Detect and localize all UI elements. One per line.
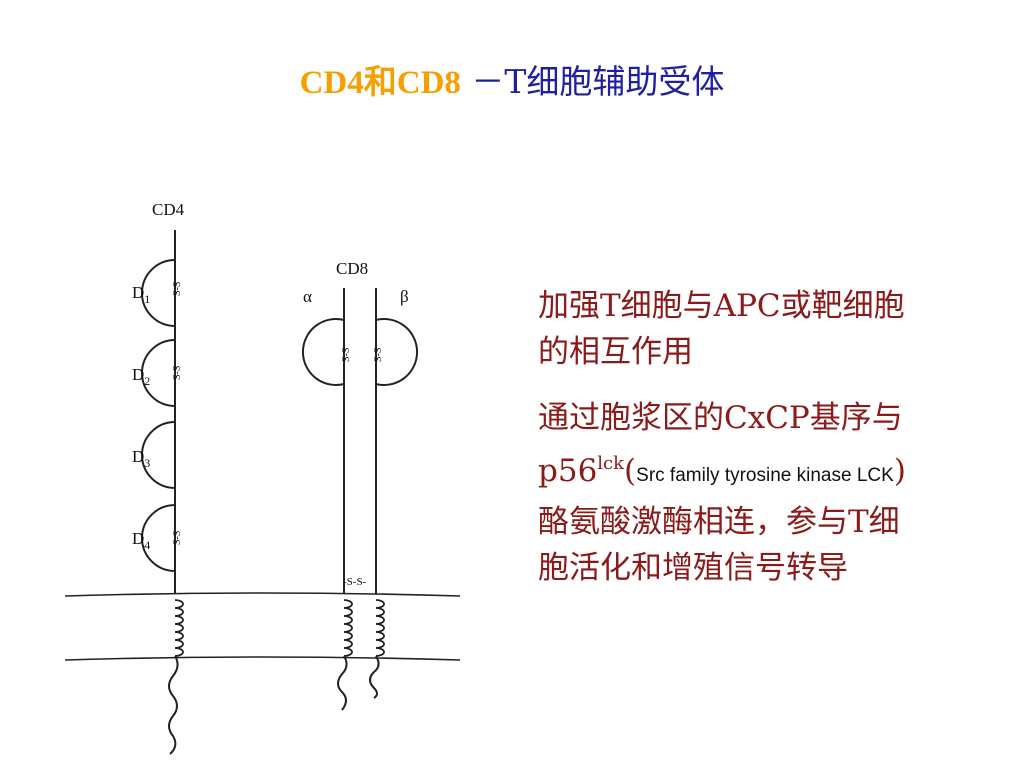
paragraph-signaling: 通过胞浆区的CxCP基序与 p56lck(Src family tyrosine… (538, 395, 1008, 591)
cd4-domain-d2: D2 (132, 339, 176, 407)
cd4-domain-d4: D4 (132, 504, 176, 572)
cd4-disulfide-bonds: S-S S-S S-S (172, 282, 183, 545)
cd8-beta-tail (369, 655, 380, 699)
para1-line1: 加强T细胞与APC或靶细胞 (538, 288, 905, 324)
domain-label-d3: D3 (132, 447, 150, 470)
paragraph-function: 加强T细胞与APC或靶细胞 的相互作用 (538, 283, 1008, 375)
svg-text:S-S: S-S (373, 348, 384, 362)
cd8-disulfide-bonds: S-S S-S -S-S- (341, 348, 384, 588)
domain-label-d2: D2 (132, 365, 150, 388)
cd8-alpha-label: α (303, 287, 312, 306)
cd4-membrane-coil (174, 599, 184, 657)
para2-line3: 酪氨酸激酶相连，参与T细 (538, 504, 900, 540)
lck-description: Src family tyrosine kinase LCK (636, 465, 894, 486)
cd4-domain-d3: D3 (132, 421, 176, 489)
svg-text:S-S: S-S (172, 366, 183, 380)
cd4-domain-d1: D1 (132, 259, 176, 327)
lck-superscript: lck (597, 453, 625, 474)
cd8-label: CD8 (336, 259, 368, 278)
domain-label-d1: D1 (132, 283, 150, 306)
description-text: 加强T细胞与APC或靶细胞 的相互作用 通过胞浆区的CxCP基序与 p56lck… (538, 283, 1008, 611)
svg-text:S-S: S-S (172, 531, 183, 545)
title-cd4-cd8: CD4和CD8 (299, 65, 461, 101)
cd8-beta-coil (375, 599, 385, 657)
title-subtitle: －T细胞辅助受体 (460, 62, 725, 101)
page-title: CD4和CD8 －T细胞辅助受体 (0, 60, 1024, 105)
para1-line2: 的相互作用 (538, 334, 693, 370)
cd4-label: CD4 (152, 200, 185, 219)
paren-open: ( (624, 453, 637, 489)
cd4-cd8-diagram: CD4 D1 D2 D3 D4 S-S S-S S-S CD8 α β S-S … (64, 200, 461, 755)
p56-text: p56 (538, 453, 598, 489)
svg-text:S-S: S-S (341, 348, 352, 362)
membrane-inner (64, 656, 461, 661)
para2-line4: 胞活化和增殖信号转导 (538, 550, 848, 586)
membrane-outer (64, 592, 461, 597)
paren-close: ) (893, 453, 906, 489)
domain-label-d4: D4 (132, 529, 150, 552)
cd8-alpha-coil (343, 599, 353, 657)
svg-text:-S-S-: -S-S- (343, 576, 367, 588)
cd8-beta-domain (375, 318, 419, 386)
svg-text:S-S: S-S (172, 282, 183, 296)
cd8-alpha-tail (337, 655, 348, 711)
cd4-cytoplasmic-tail (168, 655, 179, 755)
cd8-beta-label: β (400, 287, 409, 306)
cd8-alpha-domain (301, 318, 345, 386)
para2-line1: 通过胞浆区的CxCP基序与 (538, 400, 903, 436)
